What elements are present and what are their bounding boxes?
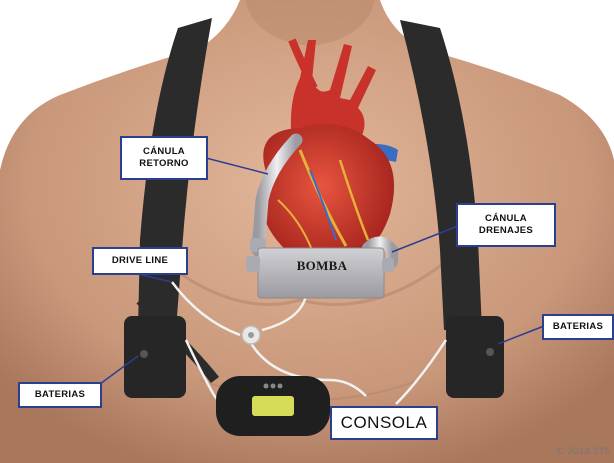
battery-left [124, 316, 186, 398]
battery-right [446, 316, 504, 398]
canula-drenajes-line1: CÁNULA [479, 213, 533, 225]
baterias-left-text: BATERIAS [35, 389, 85, 401]
canula-retorno-label: CÁNULA RETORNO [120, 136, 208, 180]
drive-line-text: DRIVE LINE [112, 255, 168, 267]
canula-drenajes-label: CÁNULA DRENAJES [456, 203, 556, 247]
baterias-left-label: BATERIAS [18, 382, 102, 408]
baterias-right-text: BATERIAS [553, 321, 603, 333]
canula-retorno-line2: RETORNO [139, 158, 188, 170]
drive-line-label: DRIVE LINE [92, 247, 188, 275]
canula-drenajes-line2: DRENAJES [479, 225, 533, 237]
console [216, 376, 330, 436]
baterias-right-label: BATERIAS [542, 314, 614, 340]
canula-retorno-line1: CÁNULA [139, 146, 188, 158]
consola-label: CONSOLA [330, 406, 438, 440]
copyright-notice: © 2018 STS [555, 447, 610, 457]
bomba-label: BOMBA [262, 258, 382, 274]
consola-text: CONSOLA [341, 417, 428, 429]
